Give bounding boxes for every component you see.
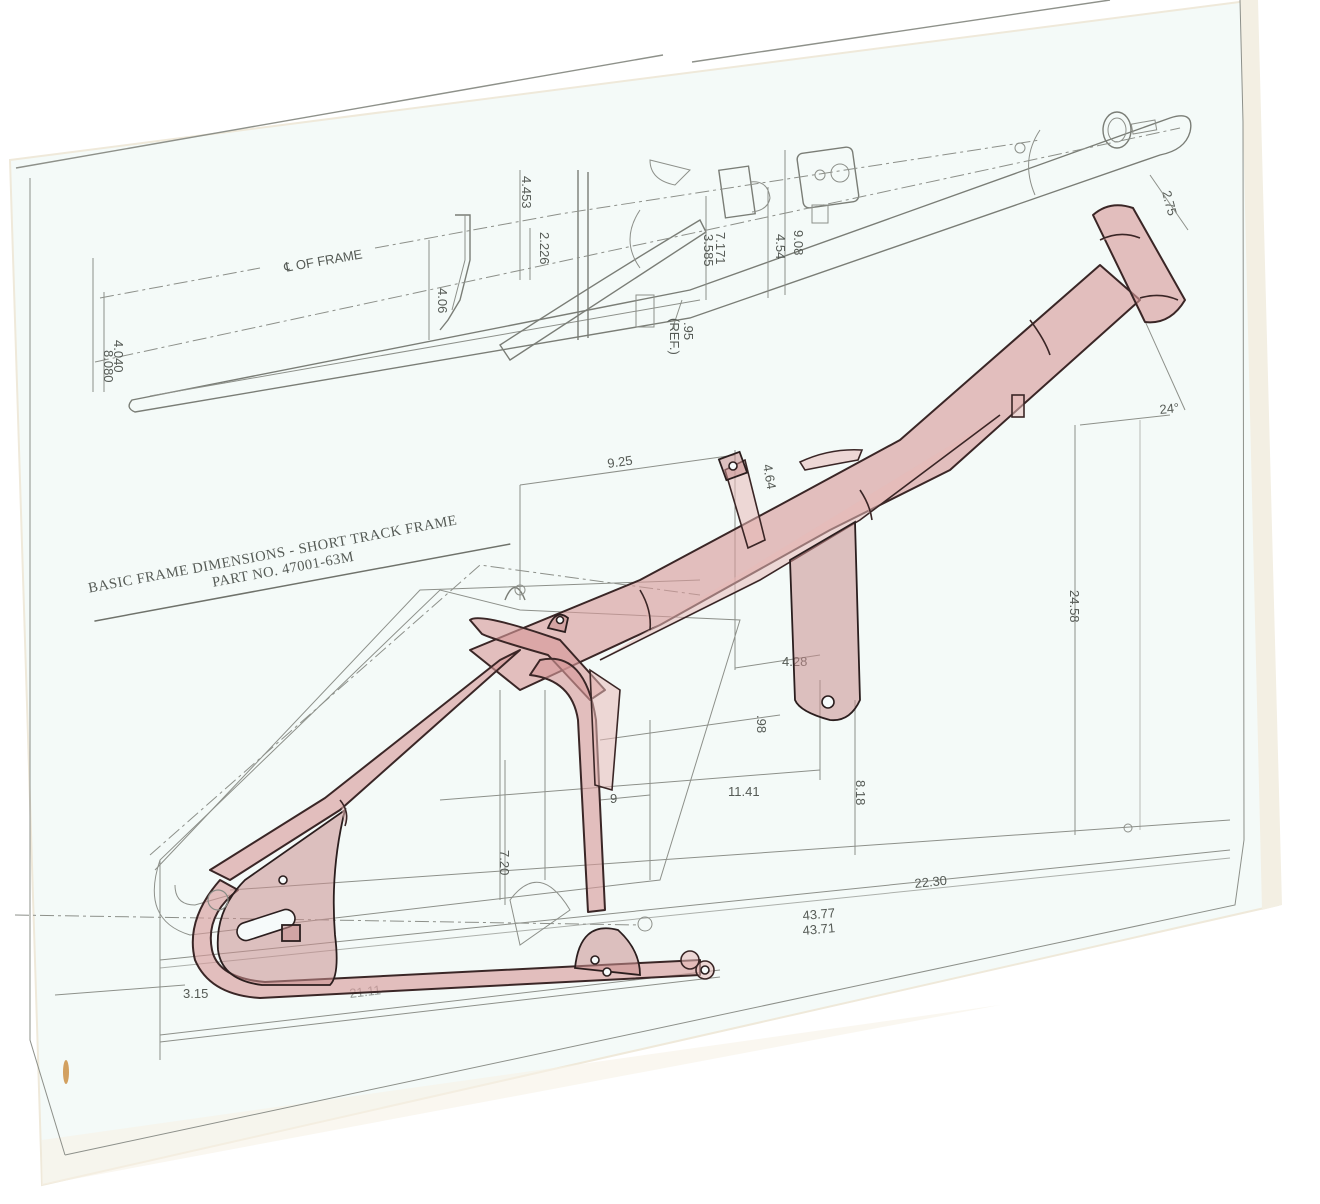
dim-2226: 2.226	[537, 232, 552, 265]
dim-464: 4.64	[760, 463, 779, 491]
dim-908: 9.08	[791, 230, 806, 255]
dim-818: 8.18	[853, 780, 868, 805]
top-view: 8.080 4.040 4.06 4.453 2.226 7.171 3.585…	[92, 111, 1192, 413]
dim-925: 9.25	[606, 453, 633, 471]
dim-4040: 4.040	[111, 340, 126, 373]
dim-406: 4.06	[435, 288, 450, 313]
dim-2230: 22.30	[914, 873, 948, 891]
dim-4453: 4.453	[519, 176, 534, 209]
dim-98: .98	[754, 715, 769, 733]
dim-9: 9	[610, 791, 617, 806]
dim-7171: 7.171	[713, 232, 728, 265]
dim-315: 3.15	[183, 986, 208, 1001]
dim-4371: 43.71	[802, 920, 836, 938]
frame-overlay-3d	[191, 204, 1186, 999]
dim-24-degrees: 24°	[1159, 400, 1180, 417]
dim-454: 4.54	[773, 234, 788, 259]
dim-720: 7.20	[497, 850, 512, 875]
dim-4377: 43.77	[802, 905, 836, 923]
dim-3585: 3.585	[701, 234, 716, 267]
dim-1141: 11.41	[728, 784, 760, 799]
side-view-blueprint: 9.25 4.64 24.58 4.28 .98 8.18 11.41 9 7.…	[14, 174, 1231, 1060]
dim-ref: (REF.)	[667, 318, 682, 355]
dim-95: .95	[681, 322, 696, 340]
dim-2458: 24.58	[1067, 590, 1082, 623]
dim-8080: 8.080	[101, 350, 116, 383]
